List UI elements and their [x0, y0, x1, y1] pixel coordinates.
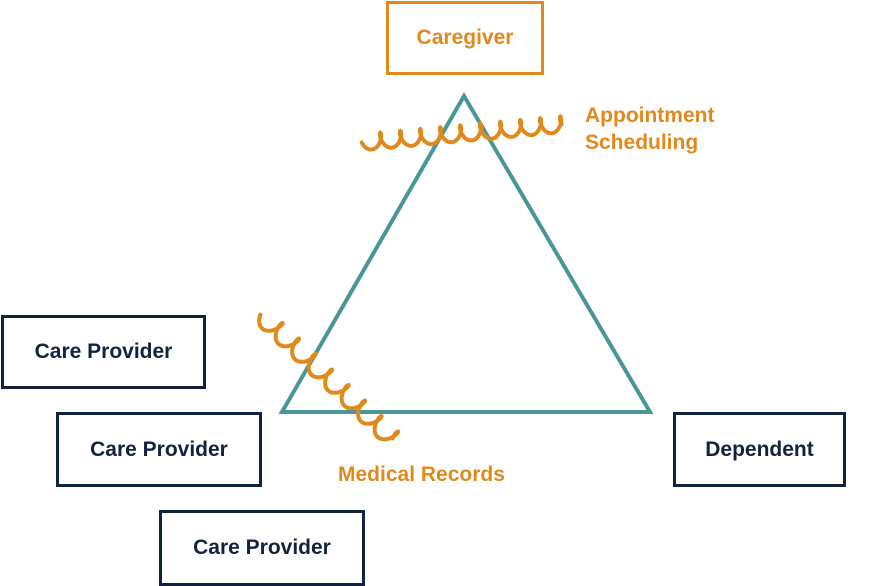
care-provider-node: Care Provider	[159, 510, 365, 586]
care-provider-node: Care Provider	[1, 315, 206, 389]
appointment-scheduling-label: Appointment Scheduling	[585, 102, 714, 156]
care-provider-label: Care Provider	[193, 536, 331, 559]
care-provider-label: Care Provider	[90, 437, 228, 461]
care-triangle	[278, 92, 654, 414]
appointment-line: Appointment	[585, 104, 715, 127]
care-provider-label: Care Provider	[34, 340, 173, 363]
care-provider-node: Care Provider	[56, 412, 262, 487]
caregiver-node: Caregiver	[386, 1, 544, 75]
caregiver-label: Caregiver	[416, 26, 514, 49]
scheduling-line: Scheduling	[585, 131, 699, 154]
medical-records-squiggle	[257, 312, 401, 442]
dependent-label: Dependent	[705, 437, 814, 461]
medical-records-label: Medical Records	[338, 463, 505, 486]
appointment-scheduling-squiggle	[359, 113, 564, 152]
dependent-node: Dependent	[673, 412, 846, 487]
